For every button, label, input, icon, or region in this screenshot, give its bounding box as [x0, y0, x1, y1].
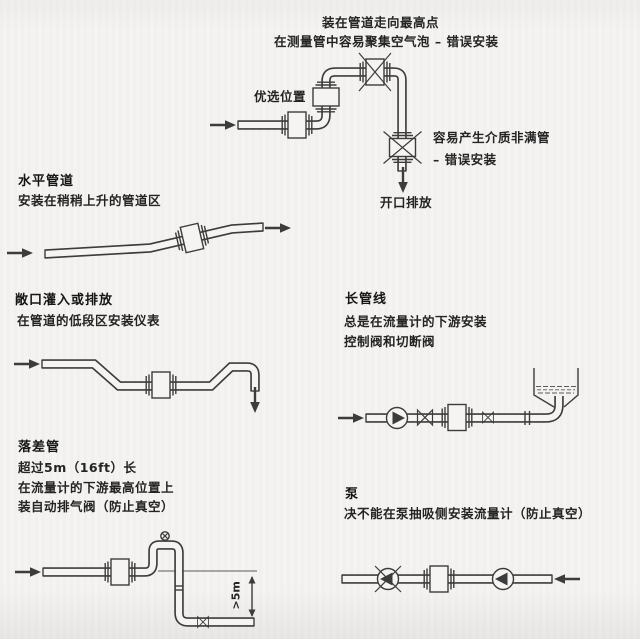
horizontal-pipe-title: 水平管道 [18, 174, 75, 189]
drop-pipe-title: 落差管 [18, 440, 61, 455]
long-line-title: 长管线 [345, 292, 388, 307]
flow-arrow-icon [336, 412, 366, 424]
label-not-full-line1: 容易产生介质非满管 [433, 130, 551, 145]
pump-title: 泵 [345, 487, 360, 502]
label-not-full-line2: – 错误安装 [433, 152, 497, 167]
drop-pipe-desc3: 装自动排气阀（防止真空） [18, 499, 175, 514]
label-preferred-position: 优选位置 [254, 89, 307, 104]
pump-diagram [341, 565, 582, 593]
vent-valve-icon [160, 531, 170, 541]
label-highest-point-line1: 装在管道走向最高点 [322, 15, 440, 30]
pump-icon [385, 406, 409, 430]
flow-arrow-icon [263, 221, 293, 235]
long-line-desc1: 总是在流量计的下游安装 [344, 314, 488, 329]
drop-pipe-diagram [13, 531, 257, 628]
long-line-diagram [336, 368, 579, 432]
flow-arrow-icon [5, 246, 35, 259]
tank-icon [533, 368, 579, 408]
flow-arrow-icon [13, 566, 43, 578]
drop-pipe-desc2: 在流量计的下游最高位置上 [18, 480, 175, 495]
label-highest-point-line2: 在测量管中容易聚集空气泡 – 错误安装 [274, 34, 499, 49]
horizontal-pipe-diagram [5, 221, 293, 259]
label-open-discharge: 开口排放 [380, 195, 433, 210]
open-fill-desc: 在管道的低段区安装仪表 [17, 313, 161, 328]
wrong-installation-x-icon [374, 565, 402, 593]
flow-arrow-icon [12, 358, 42, 370]
drop-height-dimension: >5m [229, 581, 243, 610]
pump-icon [491, 567, 515, 591]
dimension-arrow [248, 576, 256, 617]
flow-arrow-icon [208, 118, 238, 132]
drop-pipe-desc1: 超过5m（16ft）长 [18, 460, 137, 475]
open-fill-title: 敞口灌入或排放 [15, 293, 114, 308]
top-pipe-run-diagram [208, 52, 423, 195]
flow-arrow-icon [552, 573, 582, 585]
long-line-desc2: 控制阀和切断阀 [344, 334, 436, 349]
open-fill-discharge-diagram [12, 358, 261, 415]
pump-desc: 决不能在泵抽吸侧安装流量计（防止真空） [344, 506, 592, 521]
flow-meter-icon [173, 221, 211, 255]
horizontal-pipe-desc: 安装在稍稍上升的管道区 [18, 193, 162, 208]
